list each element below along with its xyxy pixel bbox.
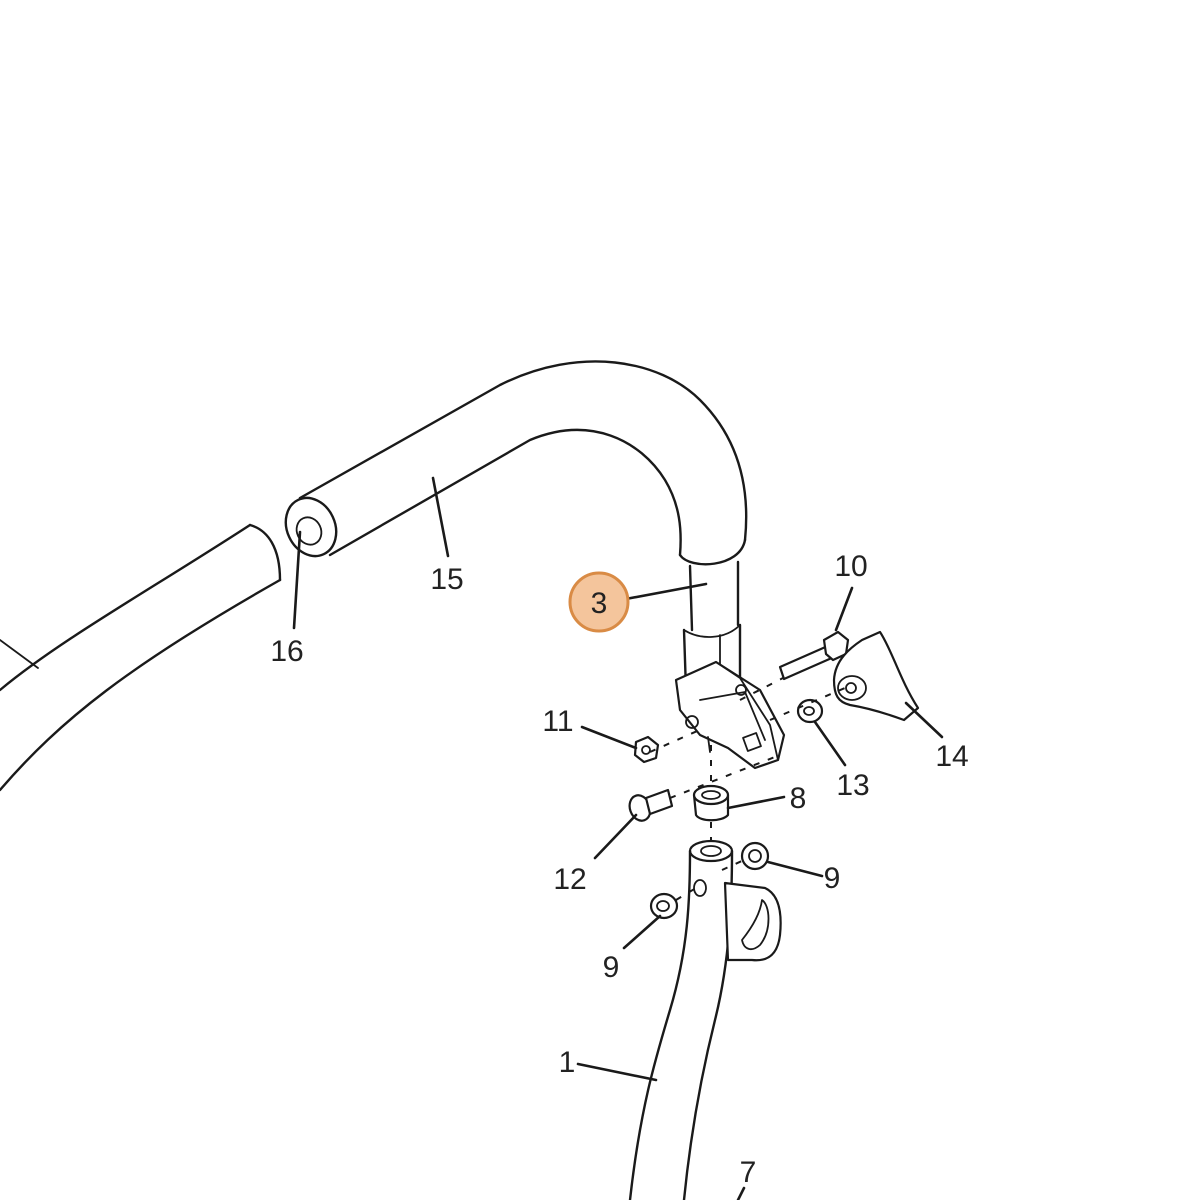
callout-15[interactable]: 15 [430,563,463,596]
callout-8[interactable]: 8 [790,782,807,815]
callout-13[interactable]: 13 [836,769,869,802]
callout-3[interactable]: 3 [591,587,608,620]
hex-nut [633,735,660,764]
callout-1[interactable]: 1 [559,1046,576,1079]
callout-7[interactable]: 7 [740,1156,757,1189]
callout-10[interactable]: 10 [834,550,867,583]
bushing [692,784,730,822]
callout-11[interactable]: 11 [542,705,573,738]
highlight-marker [568,571,630,633]
callout-labels: 1 3 7 8 9 9 10 11 12 13 14 15 16 [270,550,968,1189]
left-handlebar [0,523,282,792]
bolt [778,630,850,681]
callout-14[interactable]: 14 [935,740,968,773]
callout-12[interactable]: 12 [553,863,586,896]
assembly-lines [649,677,846,901]
star-knob [832,630,920,722]
lower-tube [628,839,734,1200]
bracket-plate [723,881,782,962]
handle-grip [284,360,748,566]
rivet [628,788,674,822]
washer-pair [649,841,770,920]
callout-9-right[interactable]: 9 [824,862,841,895]
callout-9-left[interactable]: 9 [603,951,620,984]
hinge-clamp [674,660,786,770]
leader-lines [292,476,944,1200]
washer [796,698,824,724]
callout-16[interactable]: 16 [270,635,303,668]
